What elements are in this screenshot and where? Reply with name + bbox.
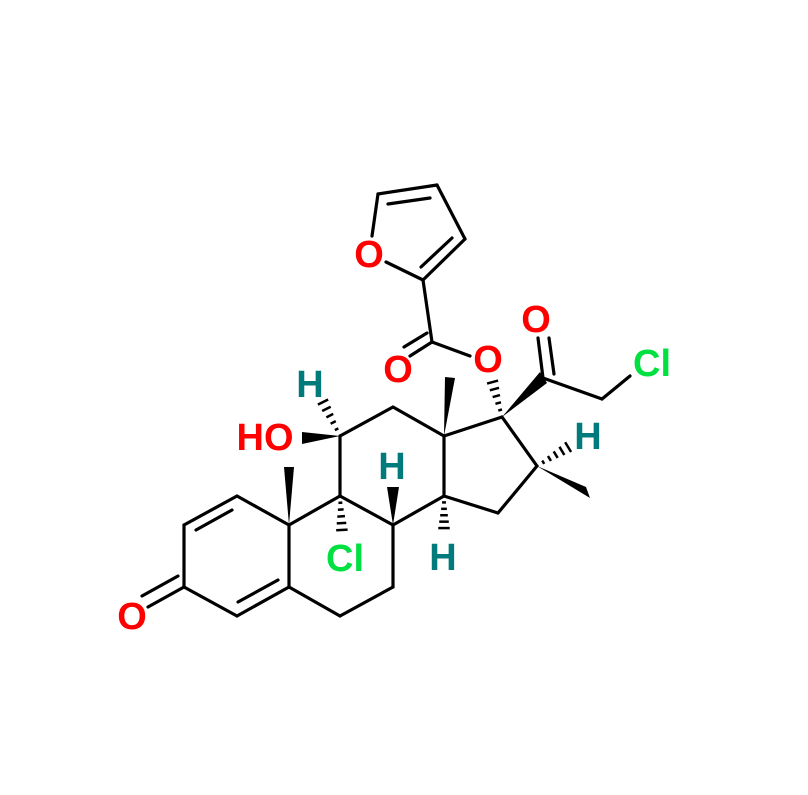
hash-segment xyxy=(497,408,503,412)
hash-segment xyxy=(558,446,566,456)
bond xyxy=(421,278,434,344)
atom-o-c20: O xyxy=(521,299,551,341)
bond xyxy=(391,494,446,527)
bond xyxy=(182,494,239,527)
bond xyxy=(376,183,439,196)
hash-segment xyxy=(321,405,332,413)
hash-segment xyxy=(489,386,500,392)
bond xyxy=(384,260,425,282)
atom-cl21: Cl xyxy=(633,343,671,385)
bond xyxy=(235,494,291,527)
wedge-bond xyxy=(302,432,340,444)
hash-segment xyxy=(492,393,501,399)
bond xyxy=(541,376,604,401)
bond xyxy=(236,578,280,604)
bond xyxy=(287,585,342,618)
bond xyxy=(391,405,446,438)
hash-segment xyxy=(486,379,499,385)
bond xyxy=(338,405,395,438)
hashed-bonds xyxy=(317,379,573,532)
bond xyxy=(386,196,432,206)
atom-o-ketone: O xyxy=(117,596,147,638)
bond xyxy=(338,585,395,618)
atom-h14: H xyxy=(429,537,456,579)
atom-h8: H xyxy=(378,446,405,488)
hash-segment xyxy=(541,459,546,465)
hash-segment xyxy=(552,450,559,459)
hash-segment xyxy=(330,420,337,425)
hash-segment xyxy=(334,427,339,432)
bond xyxy=(442,494,500,515)
hash-segment xyxy=(336,521,347,525)
bond xyxy=(194,508,234,532)
bond xyxy=(547,336,556,376)
bond xyxy=(408,340,434,358)
wedge-bond xyxy=(284,467,294,525)
wedge-bond xyxy=(387,487,399,525)
atom-h11: H xyxy=(296,364,323,406)
atom-labels: O HO H H H H Cl Cl O O O O xyxy=(117,234,671,638)
bond xyxy=(235,585,291,618)
bond xyxy=(338,494,395,527)
bond xyxy=(430,340,472,358)
hash-segment xyxy=(564,441,573,453)
bond xyxy=(500,415,539,468)
atom-o-furan: O xyxy=(354,234,384,276)
hash-segment xyxy=(495,401,502,405)
bond xyxy=(146,585,186,609)
bond xyxy=(435,183,467,241)
bond xyxy=(442,415,504,438)
bond xyxy=(496,464,539,515)
wedge-bonds xyxy=(284,372,590,525)
wedge-bond xyxy=(444,377,455,436)
bond xyxy=(140,574,180,598)
hash-segment xyxy=(336,528,348,532)
atom-h16: H xyxy=(574,416,601,458)
bond xyxy=(421,237,467,282)
bond xyxy=(402,331,429,349)
hash-segment xyxy=(546,455,553,462)
bond xyxy=(600,374,632,401)
wedge-bond xyxy=(502,372,547,417)
atom-cl9: Cl xyxy=(326,538,364,580)
bonds xyxy=(140,183,632,618)
bond xyxy=(536,336,545,380)
bond xyxy=(419,236,454,269)
atom-hydroxyl: HO xyxy=(237,417,294,459)
atom-o-ester: O xyxy=(473,339,503,381)
bond xyxy=(182,585,239,618)
atom-o-ester-carbonyl: O xyxy=(383,349,413,391)
wedge-bond xyxy=(537,466,590,498)
hash-segment xyxy=(325,412,334,419)
bond xyxy=(287,494,342,527)
bond xyxy=(370,192,380,238)
hash-segment xyxy=(317,398,329,406)
